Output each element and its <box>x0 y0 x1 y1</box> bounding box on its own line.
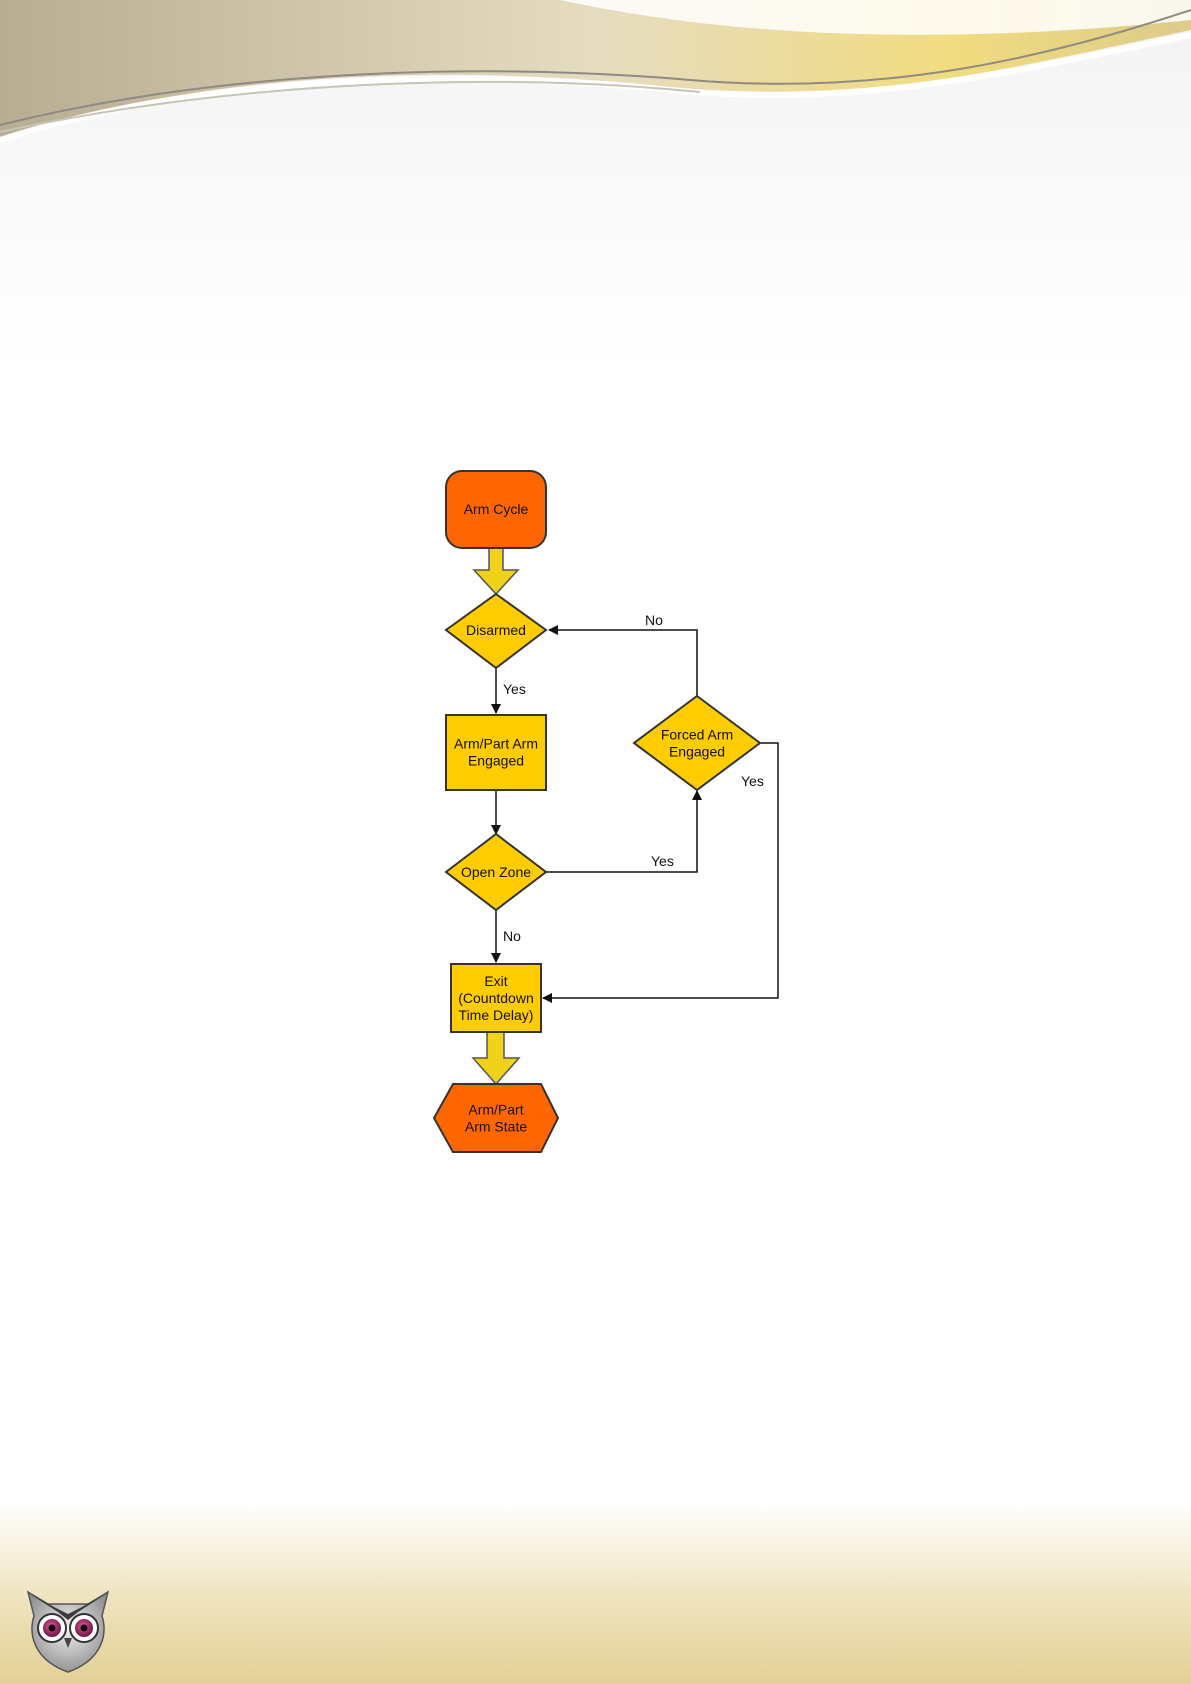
node-label-line: Engaged <box>468 753 524 769</box>
node-label-line: Open Zone <box>461 864 531 880</box>
node-disarmed: Disarmed <box>446 594 546 668</box>
node-label-line: Arm Cycle <box>464 501 529 517</box>
node-label: Disarmed <box>466 622 526 638</box>
edge-label-open-zone-yes: Yes <box>651 853 674 869</box>
edge-label-forced-yes: Yes <box>741 773 764 789</box>
edge-label-open-zone-no: No <box>503 928 521 944</box>
edge-forced-arm-to-disarmed <box>549 630 697 696</box>
edge-open-zone-to-forced-arm <box>546 791 697 872</box>
node-label-line: Forced Arm <box>661 727 733 743</box>
node-label-line: Engaged <box>669 744 725 760</box>
edge-label-disarmed-yes: Yes <box>503 681 526 697</box>
node-label: Open Zone <box>461 864 531 880</box>
edge-label-forced-no: No <box>645 612 663 628</box>
node-label-line: (Countdown <box>458 990 534 1006</box>
node-label-line: Arm/Part <box>468 1102 523 1118</box>
flow-arrow-start <box>474 548 518 594</box>
node-label-line: Time Delay) <box>459 1007 534 1023</box>
node-label-line: Disarmed <box>466 622 526 638</box>
node-arm-cycle: Arm Cycle <box>446 471 546 548</box>
owl-icon <box>18 1582 118 1682</box>
node-label-line: Arm State <box>465 1119 527 1135</box>
flow-arrow-end <box>473 1032 519 1084</box>
node-label-line: Exit <box>484 973 507 989</box>
node-label-line: Arm/Part Arm <box>454 736 538 752</box>
node-label: Arm Cycle <box>464 501 529 517</box>
node-open-zone: Open Zone <box>446 834 546 910</box>
